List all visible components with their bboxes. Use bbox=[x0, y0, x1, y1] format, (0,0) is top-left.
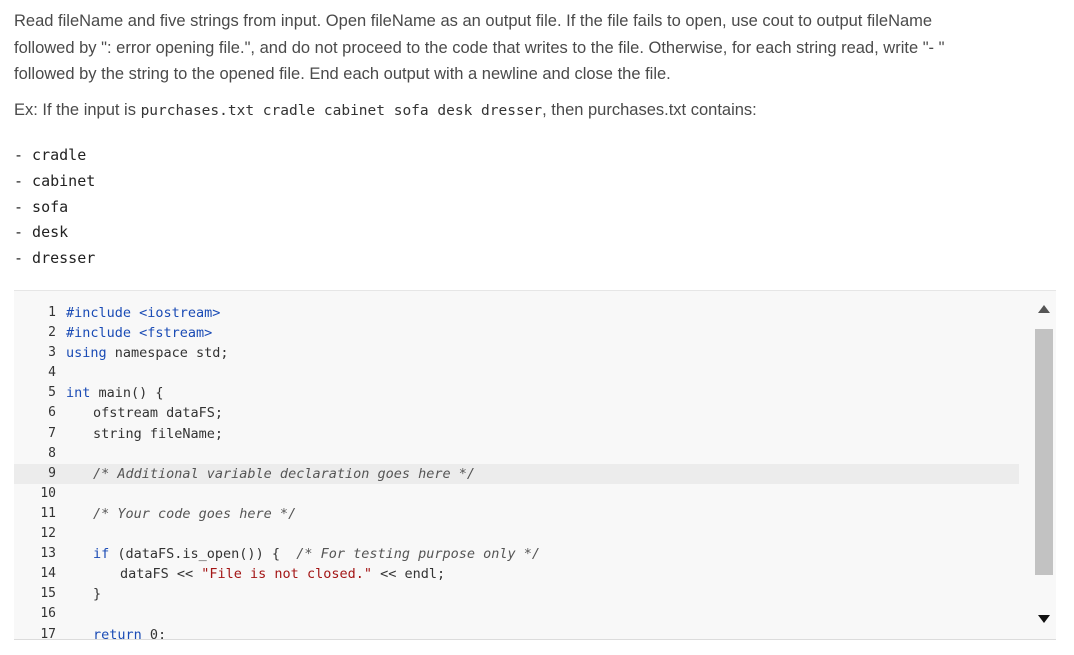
using-rest: namespace std; bbox=[106, 345, 229, 362]
int-type: int bbox=[66, 385, 91, 402]
line-number: 4 bbox=[48, 365, 56, 381]
problem-statement-line-3: followed by the string to the opened fil… bbox=[14, 65, 671, 83]
line-number: 6 bbox=[48, 405, 56, 421]
string-literal: "File is not closed." bbox=[201, 566, 372, 583]
line-number: 8 bbox=[48, 445, 56, 461]
return-rest: 0; bbox=[141, 626, 167, 640]
expected-file-contents: - cradle - cabinet - sofa - desk - dress… bbox=[14, 143, 95, 272]
code-lines[interactable]: 1 #include <iostream> 2 #include <fstream>… bbox=[14, 303, 1019, 640]
include-fstream[interactable]: #include <fstream> bbox=[66, 325, 213, 342]
line-number: 14 bbox=[40, 566, 56, 582]
code-line[interactable]: 13 if (dataFS.is_open()) { /* For testing… bbox=[14, 544, 1019, 564]
code-line-active[interactable]: 9 /* Additional variable declaration goes… bbox=[14, 463, 1019, 484]
code-line[interactable]: 15} bbox=[14, 584, 1019, 604]
line-number: 15 bbox=[40, 586, 56, 602]
code-editor[interactable]: 1 #include <iostream> 2 #include <fstream>… bbox=[14, 290, 1056, 640]
line-number: 1 bbox=[48, 305, 56, 320]
code-line[interactable]: 16 bbox=[14, 604, 1019, 624]
line-number: 2 bbox=[48, 325, 56, 341]
problem-statement: Read fileName and five strings from inpu… bbox=[14, 8, 1054, 88]
line-number: 3 bbox=[48, 345, 56, 361]
include-iostream[interactable]: #include <iostream> bbox=[66, 305, 221, 321]
your-code-comment[interactable]: /* Your code goes here */ bbox=[93, 505, 297, 522]
return-keyword: return bbox=[93, 626, 142, 640]
testing-comment: /* For testing purpose only */ bbox=[296, 546, 541, 563]
example-suffix: , then purchases.txt contains: bbox=[542, 101, 757, 119]
write-rhs: << endl; bbox=[371, 566, 446, 583]
output-line-5: - dresser bbox=[14, 249, 96, 268]
vertical-scrollbar[interactable] bbox=[1032, 291, 1056, 639]
main-rest: main() { bbox=[90, 385, 164, 402]
code-line[interactable]: 1 #include <iostream> bbox=[14, 303, 1019, 323]
code-line[interactable]: 3 using namespace std; bbox=[14, 343, 1019, 363]
output-line-3: - sofa bbox=[14, 197, 69, 216]
datafs-write[interactable]: dataFS << "File is not closed." << endl; bbox=[120, 564, 445, 584]
code-line[interactable]: 6 ofstream dataFS; bbox=[14, 403, 1019, 423]
if-statement[interactable]: if (dataFS.is_open()) { /* For testing p… bbox=[93, 544, 540, 564]
code-line[interactable]: 14 dataFS << "File is not closed." << end… bbox=[14, 564, 1019, 584]
code-line[interactable]: 10 bbox=[14, 484, 1019, 504]
code-line[interactable]: 7 string fileName; bbox=[14, 424, 1019, 444]
line-number: 12 bbox=[40, 526, 56, 542]
code-line[interactable]: 2 #include <fstream> bbox=[14, 323, 1019, 343]
scrollbar-thumb[interactable] bbox=[1035, 329, 1053, 575]
ofstream-declaration[interactable]: ofstream dataFS; bbox=[93, 405, 224, 422]
main-signature[interactable]: int main() { bbox=[66, 383, 164, 403]
output-line-2: - cabinet bbox=[14, 171, 96, 190]
code-line[interactable]: 8 bbox=[14, 444, 1019, 464]
example-prefix: Ex: If the input is bbox=[14, 101, 141, 119]
write-lhs: dataFS << bbox=[120, 566, 202, 583]
return-statement[interactable]: return 0; bbox=[93, 625, 167, 640]
problem-statement-line-2: followed by ": error opening file.", and… bbox=[14, 38, 945, 57]
example-sentence: Ex: If the input is purchases.txt cradle… bbox=[14, 97, 1054, 124]
scroll-down-arrow-icon[interactable] bbox=[1038, 615, 1050, 623]
code-line[interactable]: 12 bbox=[14, 524, 1019, 544]
line-number: 17 bbox=[40, 626, 56, 640]
code-line[interactable]: 11 /* Your code goes here */ bbox=[14, 504, 1019, 524]
output-line-1: - cradle bbox=[14, 146, 87, 164]
line-number: 7 bbox=[48, 425, 56, 441]
additional-declaration-comment[interactable]: /* Additional variable declaration goes … bbox=[93, 465, 476, 482]
closing-brace[interactable]: } bbox=[93, 586, 102, 603]
line-number: 9 bbox=[48, 465, 56, 481]
example-input-code: purchases.txt cradle cabinet sofa desk d… bbox=[140, 103, 543, 119]
if-condition: (dataFS.is_open()) { bbox=[109, 546, 297, 563]
scroll-up-arrow-icon[interactable] bbox=[1038, 305, 1050, 313]
line-number: 10 bbox=[40, 485, 56, 501]
code-line[interactable]: 5 int main() { bbox=[14, 383, 1019, 403]
using-keyword: using bbox=[66, 345, 107, 362]
problem-statement-line-1: Read fileName and five strings from inpu… bbox=[14, 12, 933, 30]
line-number: 11 bbox=[40, 505, 56, 521]
if-keyword: if bbox=[93, 546, 110, 563]
using-namespace[interactable]: using namespace std; bbox=[66, 343, 229, 363]
line-number: 13 bbox=[40, 546, 56, 562]
line-number: 5 bbox=[48, 385, 56, 401]
string-declaration[interactable]: string fileName; bbox=[93, 425, 224, 442]
output-line-4: - desk bbox=[14, 223, 69, 242]
code-line[interactable]: 17 return 0; bbox=[14, 625, 1019, 640]
code-line[interactable]: 4 bbox=[14, 363, 1019, 383]
line-number: 16 bbox=[40, 606, 56, 622]
